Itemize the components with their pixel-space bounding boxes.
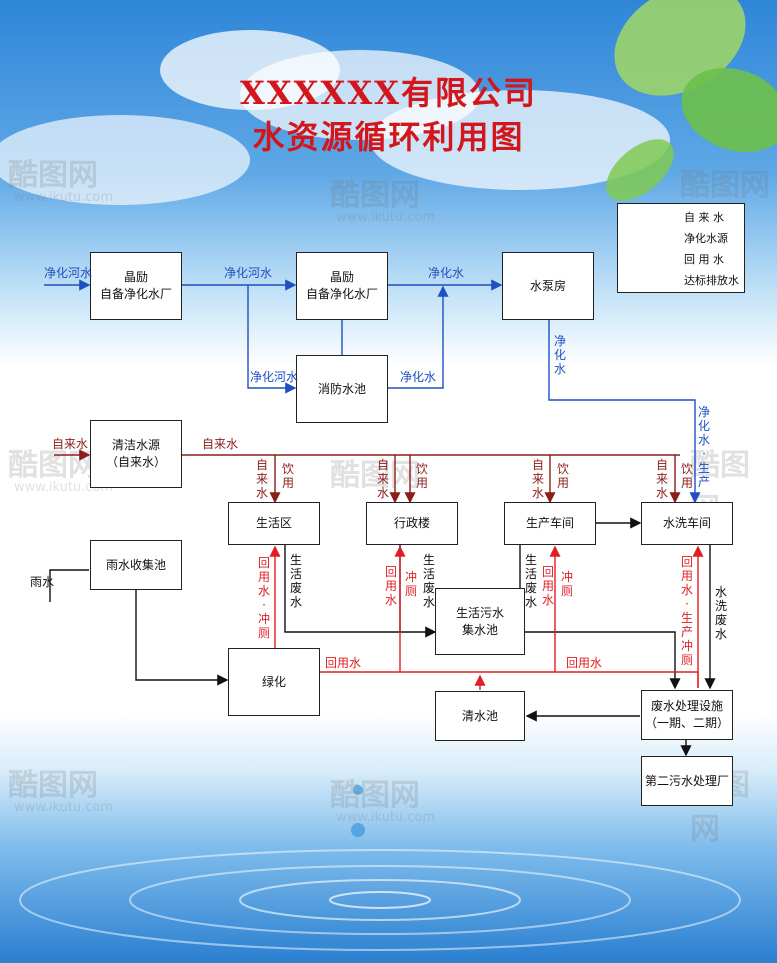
node-workshop: 生产车间 [504,502,596,545]
legend-item-discharge: 达标排放水 [684,274,739,287]
label-workshop-wastewater: 生活废水 [524,553,537,609]
label-river-mid: 净化河水 [224,266,273,280]
label-purified-fire: 净化水 [400,370,437,384]
page-subtitle: 水资源循环利用图 [252,118,525,156]
label-reuse-h: 回用水 [566,656,603,670]
page-title: XXXXXX有限公司 [240,74,537,112]
label-admin-wastewater: 生活废水 [422,553,435,609]
watermark-logo: 酷图网 [8,158,98,193]
legend-item-purified: 净化水源 [684,232,728,245]
watermark-logo: 酷图网 [330,178,420,213]
label-flush-workshop: 冲厕 [560,570,573,598]
label-purified-pump: 净化水 [553,334,566,376]
watermark-url: www.ikutu.com [336,210,436,225]
label-reuse-green: 回用水 [325,656,362,670]
node-plant-1: 晶励 自备净化水厂 [90,252,182,320]
node-wash-workshop: 水洗车间 [641,502,733,545]
node-rain-pool: 雨水收集池 [90,540,182,590]
label-reuse-production-flush: 回用水·生产冲厕 [680,555,693,667]
label-flush-admin: 冲厕 [404,570,417,598]
watermark-logo: 酷图网 [680,168,770,203]
label-drink-admin: 饮用 [415,462,428,490]
label-tap-wash: 自来水 [655,458,668,500]
node-clean-source: 清洁水源 （自来水） [90,420,182,488]
label-reuse-admin: 回用水 [384,565,397,607]
label-drink-workshop: 饮用 [556,462,569,490]
label-river-fire: 净化河水 [250,370,299,384]
label-tap-admin: 自来水 [376,458,389,500]
label-tap-main: 自来水 [202,437,239,451]
label-wash-wastewater: 水洗废水 [714,585,727,641]
node-fire-pool: 消防水池 [296,355,388,423]
legend-item-reuse: 回 用 水 [684,253,724,266]
watermark-logo: 酷图网 [330,778,420,813]
label-river-in: 净化河水 [44,266,93,280]
label-tap-workshop: 自来水 [531,458,544,500]
label-purified-top: 净化水 [428,266,465,280]
label-tap-living: 自来水 [255,458,268,500]
watermark-url: www.ikutu.com [14,190,114,205]
label-tap-in: 自来水 [52,437,89,451]
label-drink-wash: 饮用 [680,462,693,490]
watermark-url: www.ikutu.com [14,480,114,495]
label-rain: 雨水 [30,575,55,589]
label-reuse-flush-living: 回用水·冲厕 [257,556,270,640]
node-pump-room: 水泵房 [502,252,594,320]
node-treatment: 废水处理设施 （一期、二期） [641,690,733,740]
watermark-url: www.ikutu.com [336,810,436,825]
node-greening: 绿化 [228,648,320,716]
watermark-url: www.ikutu.com [14,800,114,815]
node-living-area: 生活区 [228,502,320,545]
node-plant-2: 晶励 自备净化水厂 [296,252,388,320]
watermark-logo: 酷图网 [330,458,420,493]
label-purified-production: 净化水·生产 [697,405,710,489]
label-reuse-workshop: 回用水 [541,565,554,607]
node-clear-pool: 清水池 [435,691,525,741]
label-living-wastewater: 生活废水 [289,553,302,609]
node-admin-building: 行政楼 [366,502,458,545]
node-wastewater-plant: 第二污水处理厂 [641,756,733,806]
label-drink-living: 饮用 [281,462,294,490]
legend: 自 来 水 净化水源 回 用 水 达标排放水 [617,203,745,293]
node-sewage-pool: 生活污水 集水池 [435,588,525,655]
watermark-logo: 酷图网 [8,768,98,803]
legend-item-tap: 自 来 水 [684,211,724,224]
